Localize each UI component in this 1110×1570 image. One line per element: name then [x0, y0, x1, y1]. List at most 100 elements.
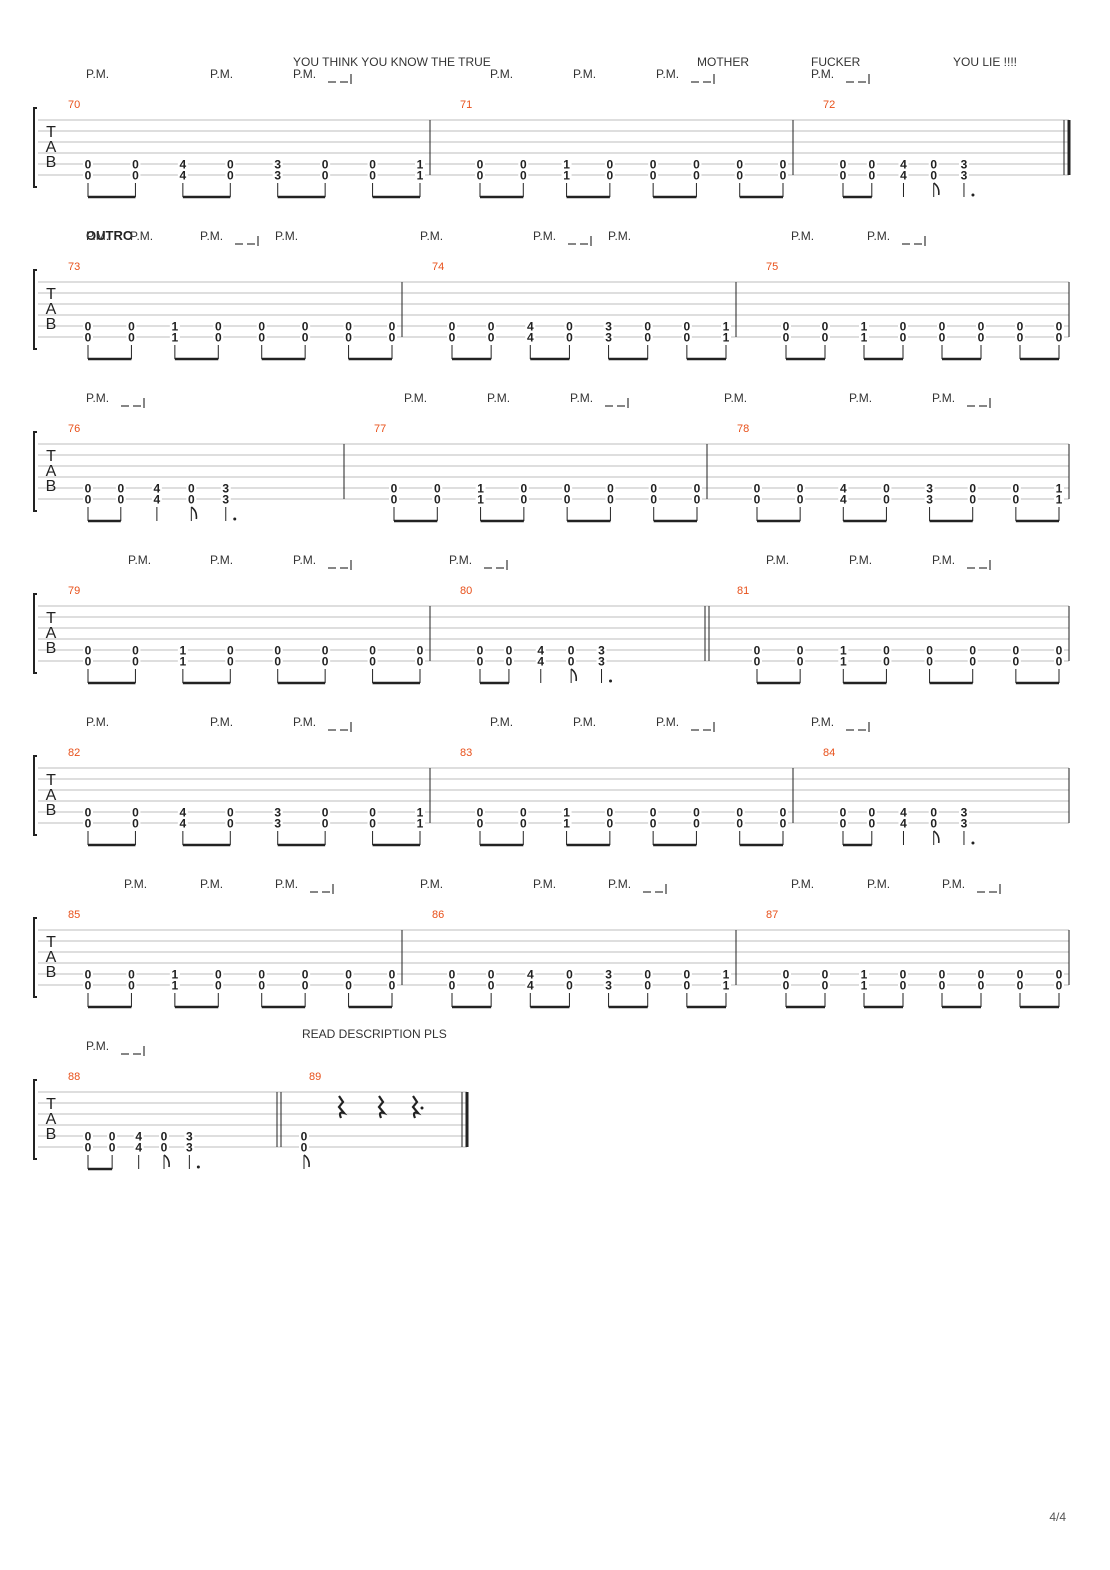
fret-backdrop [795, 493, 806, 505]
palm-mute-label: P.M. [210, 715, 233, 729]
tab-clef-letter: A [46, 301, 57, 318]
lyric-text: YOU LIE !!!! [953, 55, 1017, 69]
fret-number: 0 [302, 979, 309, 993]
fret-number: 0 [449, 331, 456, 345]
bar-number: 83 [460, 747, 472, 759]
fret-number: 0 [391, 493, 398, 507]
fret-number: 3 [961, 817, 968, 831]
fret-number: 4 [537, 655, 544, 669]
tab-clef-letter: A [46, 949, 57, 966]
fret-backdrop [958, 806, 969, 818]
fret-backdrop [596, 655, 607, 667]
fret-backdrop [1015, 331, 1025, 343]
fret-number: 0 [978, 979, 985, 993]
fret-number: 0 [506, 644, 513, 658]
fret-number: 0 [969, 655, 976, 669]
fret-number: 4 [527, 331, 534, 345]
fret-number: 0 [650, 493, 657, 507]
fret-backdrop [387, 979, 397, 991]
palm-mute-label: P.M. [128, 553, 151, 567]
fret-backdrop [343, 320, 354, 332]
fret-number: 1 [723, 320, 730, 334]
palm-mute-label: P.M. [849, 553, 872, 567]
fret-backdrop [604, 806, 615, 818]
fret-backdrop [525, 331, 536, 343]
fret-number: 1 [840, 644, 847, 658]
fret-number: 0 [85, 482, 92, 496]
fret-number: 0 [900, 331, 907, 345]
fret-number: 0 [1013, 482, 1020, 496]
fret-number: 0 [227, 158, 234, 172]
fret-backdrop [535, 644, 546, 656]
fret-backdrop [83, 655, 93, 667]
tab-clef-letter: T [46, 286, 56, 303]
fret-number: 0 [215, 979, 222, 993]
fret-number: 0 [391, 482, 398, 496]
bar-number: 72 [823, 99, 835, 111]
fret-number: 0 [132, 817, 139, 831]
fret-number: 0 [939, 968, 946, 982]
dotted-note [233, 517, 237, 521]
fret-number: 1 [477, 482, 484, 496]
fret-number: 0 [117, 482, 124, 496]
fret-backdrop [605, 493, 616, 505]
palm-mute-label: P.M. [932, 391, 955, 405]
fret-backdrop [937, 968, 947, 980]
bar-number: 82 [68, 747, 80, 759]
fret-number: 0 [566, 331, 573, 345]
fret-backdrop [525, 979, 536, 991]
fret-backdrop [881, 644, 892, 656]
fret-number: 0 [85, 968, 92, 982]
fret-backdrop [213, 968, 224, 980]
fret-backdrop [752, 482, 762, 494]
fret-number: 1 [723, 979, 730, 993]
fret-backdrop [415, 644, 425, 656]
palm-mute-label: P.M. [573, 715, 596, 729]
fret-backdrop [107, 1130, 118, 1142]
fret-backdrop [691, 817, 702, 829]
fret-number: 0 [521, 482, 528, 496]
fret-backdrop [976, 968, 986, 980]
tab-clef-letter: T [46, 1096, 56, 1113]
palm-mute-label: P.M. [420, 877, 443, 891]
fret-backdrop [928, 817, 939, 829]
fret-number: 0 [883, 493, 890, 507]
palm-mute-label: P.M. [724, 391, 747, 405]
tab-clef-letter: A [46, 139, 57, 156]
fret-backdrop [525, 320, 536, 332]
fret-backdrop [387, 968, 397, 980]
fret-backdrop [692, 493, 702, 505]
fret-backdrop [367, 169, 378, 181]
fret-backdrop [503, 644, 514, 656]
fret-backdrop [320, 655, 331, 667]
fret-backdrop [126, 320, 137, 332]
fret-number: 0 [322, 817, 329, 831]
fret-number: 0 [1056, 320, 1063, 334]
fret-number: 0 [369, 817, 376, 831]
fret-number: 0 [1056, 331, 1063, 345]
fret-backdrop [83, 1141, 93, 1153]
fret-number: 0 [939, 979, 946, 993]
fret-backdrop [866, 817, 877, 829]
fret-backdrop [781, 968, 791, 980]
fret-number: 0 [389, 320, 396, 334]
fret-number: 0 [783, 320, 790, 334]
fret-backdrop [518, 169, 529, 181]
fret-backdrop [389, 493, 399, 505]
fret-number: 1 [417, 806, 424, 820]
fret-backdrop [734, 158, 745, 170]
fret-number: 0 [930, 806, 937, 820]
bar-number: 78 [737, 423, 749, 435]
fret-number: 0 [85, 493, 92, 507]
fret-backdrop [130, 158, 141, 170]
fret-backdrop [225, 806, 236, 818]
fret-number: 0 [822, 331, 829, 345]
fret-backdrop [648, 482, 659, 494]
fret-backdrop [256, 331, 267, 343]
fret-backdrop [898, 979, 908, 991]
fret-backdrop [898, 968, 908, 980]
fret-backdrop [184, 1141, 195, 1153]
fret-backdrop [447, 968, 457, 980]
fret-number: 0 [302, 968, 309, 982]
fret-backdrop [1010, 493, 1021, 505]
